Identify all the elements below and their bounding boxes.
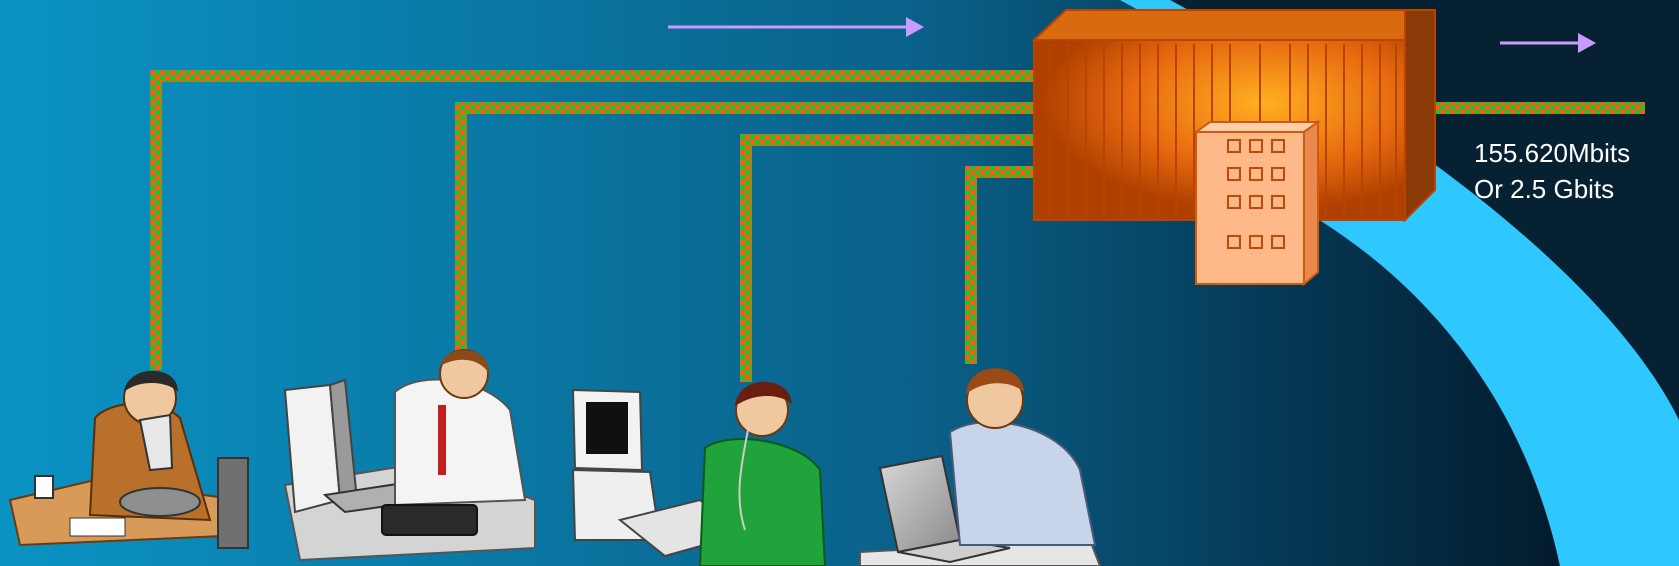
trunk-cable [1430,102,1645,114]
office-building-icon [1192,120,1322,287]
person-telephone-icon [8,370,249,549]
rate-label-155-mbits: 155.620Mbits [1474,138,1630,168]
cable-line-3 [740,134,1038,382]
flow-arrow-left [668,17,924,37]
person-computer-phone-icon [283,349,536,562]
cable-line-1 [150,70,1038,370]
cable-line-4 [965,166,1038,364]
cable-line-2 [455,102,1038,352]
person-headset-computer-icon [571,381,827,566]
rate-label-2-5-gbits: Or 2.5 Gbits [1474,174,1614,204]
flow-arrow-right [1500,33,1596,53]
person-laptop-icon [859,368,1102,566]
